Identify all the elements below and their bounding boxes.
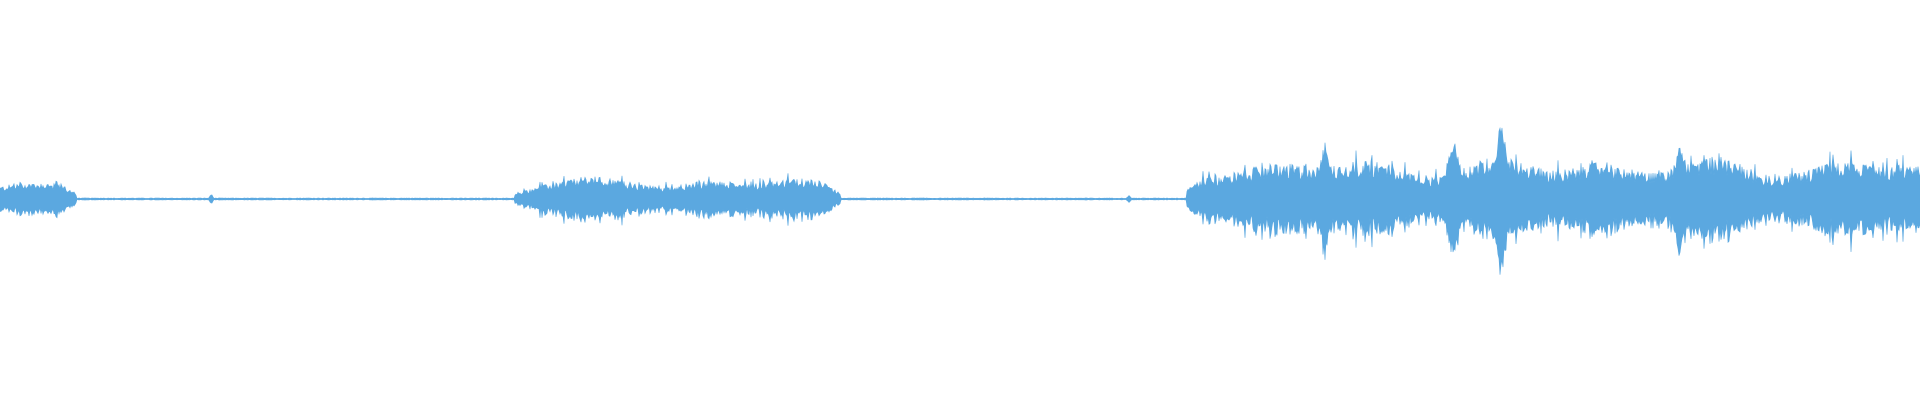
waveform-envelope [0,126,1920,275]
